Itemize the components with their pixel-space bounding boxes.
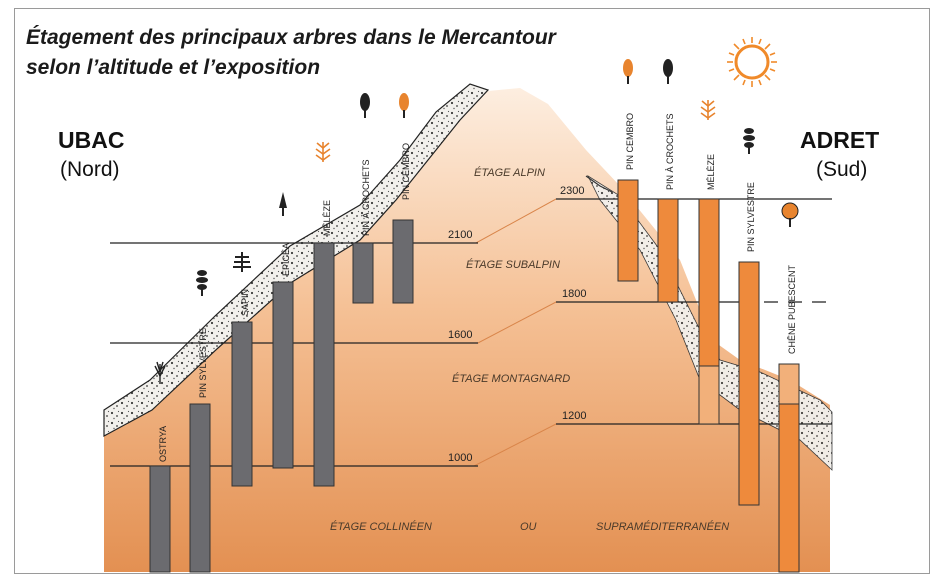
pine-icon — [743, 128, 755, 154]
title-line-1: Étagement des principaux arbres dans le … — [26, 26, 556, 49]
bar-adret-chene — [778, 363, 800, 405]
alt-2100: 2100 — [448, 229, 472, 241]
label-ubac-sapin: SAPIN — [240, 289, 250, 316]
bar-adret-pin-cembro — [617, 179, 639, 282]
fir-icon — [233, 252, 251, 272]
conifer-icon — [399, 93, 409, 118]
bar-adret-pin-crochets — [657, 198, 679, 303]
ubac-rock-band — [103, 83, 490, 438]
bar-adret-chene-main — [778, 403, 800, 573]
alt-2300: 2300 — [560, 185, 584, 197]
ubac-label: UBAC — [58, 127, 125, 153]
label-adret-pin-sylvestre: PIN SYLVESTRE — [746, 182, 756, 252]
alt-1600: 1600 — [448, 329, 472, 341]
alt-1000: 1000 — [448, 452, 472, 464]
conifer-icon — [663, 59, 673, 84]
conifer-icon — [279, 192, 287, 216]
label-adret-meleze: MÉLÈZE — [706, 154, 716, 190]
bar-ubac-ostrya — [149, 465, 171, 573]
bar-ubac-epicea — [272, 281, 294, 469]
title-line-2: selon l’altitude et l’exposition — [26, 56, 321, 79]
bar-adret-meleze — [698, 198, 720, 367]
bar-ubac-pin-sylvestre — [189, 403, 211, 573]
label-adret-chene: CHÊNE PUBESCENT — [787, 264, 797, 354]
label-ubac-pin-crochets: PIN À CROCHETS — [361, 159, 371, 236]
label-ubac-pin-cembro: PIN CEMBRO — [401, 143, 411, 200]
stage-supramed: SUPRAMÉDITERRANÉEN — [596, 520, 729, 533]
ubac-subtitle: (Nord) — [60, 158, 120, 181]
adret-label: ADRET — [800, 127, 880, 153]
oak-icon — [781, 202, 799, 227]
bar-adret-pin-sylvestre — [738, 261, 760, 506]
pine-icon — [196, 270, 208, 296]
label-ubac-epicea: ÉPICÉA — [281, 243, 291, 276]
adret-slope-line — [585, 175, 613, 193]
stage-montagnard: ÉTAGE MONTAGNARD — [452, 372, 570, 385]
stage-ou: OU — [520, 521, 537, 533]
stage-alpin: ÉTAGE ALPIN — [474, 166, 545, 179]
bar-ubac-pin-cembro — [392, 219, 414, 304]
conifer-icon — [360, 93, 370, 118]
sun-icon — [727, 37, 777, 87]
label-ubac-meleze: MÉLÈZE — [322, 200, 332, 236]
label-ubac-pin-sylvestre: PIN SYLVESTRE — [198, 328, 208, 398]
bar-adret-meleze-light — [698, 365, 720, 425]
stage-collineen: ÉTAGE COLLINÉEN — [330, 520, 432, 533]
alt-1200: 1200 — [562, 410, 586, 422]
bar-ubac-meleze — [313, 242, 335, 487]
bar-ubac-sapin — [231, 321, 253, 487]
alt-1800: 1800 — [562, 288, 586, 300]
bar-ubac-pin-crochets — [352, 242, 374, 304]
diagram-frame — [14, 8, 930, 574]
label-ubac-ostrya: OSTRYA — [158, 426, 168, 462]
ostrya-icon — [154, 361, 166, 384]
adret-subtitle: (Sud) — [816, 158, 868, 181]
larch-icon — [315, 142, 331, 162]
conifer-icon — [623, 59, 633, 84]
label-adret-pin-crochets: PIN À CROCHETS — [665, 113, 675, 190]
label-adret-pin-cembro: PIN CEMBRO — [625, 113, 635, 170]
larch-icon — [700, 100, 716, 120]
stage-subalpin: ÉTAGE SUBALPIN — [466, 258, 560, 271]
